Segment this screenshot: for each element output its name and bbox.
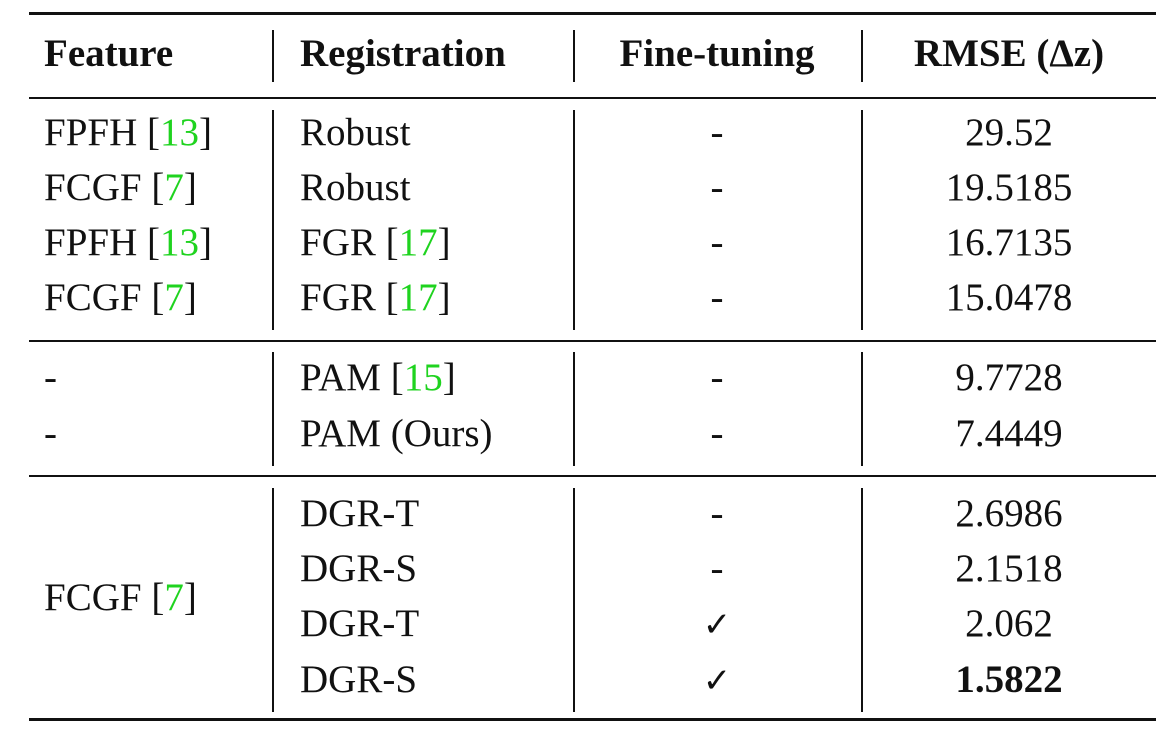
citation-link[interactable]: 13 (159, 221, 199, 264)
registration-cell: DGR-T (300, 492, 420, 535)
group2-rule (29, 475, 1156, 477)
feature-cell: FCGF [7] (44, 576, 197, 619)
rmse-cell: 16.7135 (945, 221, 1073, 264)
citation-link[interactable]: 17 (398, 276, 438, 319)
finetuning-cell: - (710, 356, 724, 399)
header-feature: Feature (44, 32, 174, 75)
citation-link[interactable]: 17 (398, 221, 438, 264)
separator (272, 352, 274, 466)
separator (272, 488, 274, 712)
separator (861, 110, 863, 330)
separator (573, 30, 575, 82)
group1-rule (29, 340, 1156, 342)
feature-cell: FCGF [7] (44, 166, 197, 209)
rmse-cell: 19.5185 (945, 166, 1073, 209)
separator (573, 110, 575, 330)
finetuning-cell: - (710, 492, 724, 535)
citation-link[interactable]: 7 (164, 276, 184, 319)
feature-cell: FPFH [13] (44, 221, 212, 264)
finetuning-cell: ✓ (574, 601, 860, 648)
rmse-cell: 2.062 (965, 602, 1053, 645)
checkmark-icon: ✓ (702, 661, 732, 701)
rmse-cell: 15.0478 (945, 276, 1073, 319)
registration-cell: PAM (Ours) (300, 412, 493, 455)
finetuning-cell: - (710, 111, 724, 154)
citation-link[interactable]: 15 (403, 356, 443, 399)
header-finetuning: Fine-tuning (619, 32, 815, 75)
separator (861, 30, 863, 82)
rmse-cell: 9.7728 (955, 356, 1063, 399)
separator (573, 488, 575, 712)
registration-cell: DGR-S (300, 547, 418, 590)
registration-cell: DGR-T (300, 602, 420, 645)
header-rmse: RMSE (Δz) (913, 32, 1105, 75)
separator (573, 352, 575, 466)
registration-cell: FGR [17] (300, 221, 451, 264)
bottom-rule (29, 718, 1156, 721)
separator (861, 352, 863, 466)
citation-link[interactable]: 7 (164, 576, 184, 619)
rmse-cell: 7.4449 (955, 412, 1063, 455)
registration-cell: PAM [15] (300, 356, 456, 399)
feature-cell: - (44, 356, 57, 399)
citation-link[interactable]: 13 (159, 111, 199, 154)
rmse-cell-best: 1.5822 (955, 658, 1063, 701)
registration-cell: Robust (300, 166, 411, 209)
rmse-cell: 2.6986 (955, 492, 1063, 535)
finetuning-cell: ✓ (574, 657, 860, 704)
separator (272, 30, 274, 82)
feature-cell: - (44, 412, 57, 455)
header-registration: Registration (300, 32, 506, 75)
registration-cell: FGR [17] (300, 276, 451, 319)
finetuning-cell: - (710, 547, 724, 590)
registration-cell: DGR-S (300, 658, 418, 701)
checkmark-icon: ✓ (702, 605, 732, 645)
finetuning-cell: - (710, 276, 724, 319)
rmse-cell: 2.1518 (955, 547, 1063, 590)
top-rule (29, 12, 1156, 15)
feature-cell: FPFH [13] (44, 111, 212, 154)
finetuning-cell: - (710, 166, 724, 209)
citation-link[interactable]: 7 (164, 166, 184, 209)
feature-cell: FCGF [7] (44, 276, 197, 319)
finetuning-cell: - (710, 412, 724, 455)
header-rule (29, 97, 1156, 99)
finetuning-cell: - (710, 221, 724, 264)
registration-cell: Robust (300, 111, 411, 154)
rmse-cell: 29.52 (965, 111, 1053, 154)
separator (272, 110, 274, 330)
separator (861, 488, 863, 712)
